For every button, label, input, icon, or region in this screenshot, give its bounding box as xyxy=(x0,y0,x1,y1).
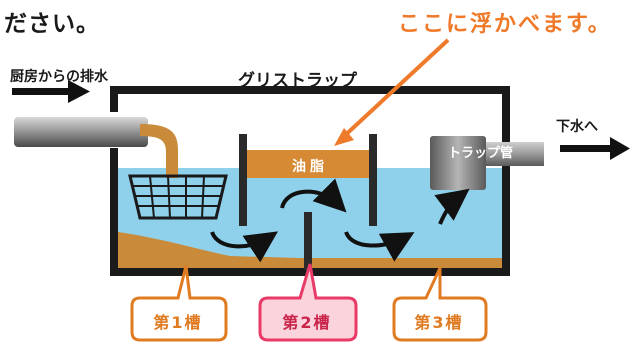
inflow-pipe xyxy=(14,117,148,147)
tank-outline xyxy=(110,86,510,276)
baffle-center xyxy=(304,212,312,270)
oil-label: 油脂 xyxy=(292,159,328,175)
flow-arrow-2 xyxy=(280,178,347,213)
tank-1-callout xyxy=(130,265,228,342)
flow-arrow-4 xyxy=(434,188,470,225)
tank-3-label: 第3槽 xyxy=(414,313,464,332)
strainer-basket xyxy=(128,174,228,220)
flow-arrow-1 xyxy=(210,231,278,263)
tank-2-label: 第2槽 xyxy=(282,313,332,332)
tank-3-callout xyxy=(392,267,488,342)
tank-1-label: 第1槽 xyxy=(153,313,203,332)
tank-2-callout xyxy=(258,263,358,342)
page-title-fragment: ださい。 xyxy=(4,11,100,37)
kitchen-drain-label: 厨房からの排水 xyxy=(10,69,108,85)
trap-pipe-label: トラップ管 xyxy=(448,146,514,161)
to-sewer-arrow xyxy=(560,137,630,160)
outflow-pipe xyxy=(486,142,544,166)
trap-pipe xyxy=(430,136,486,190)
sludge-floor xyxy=(300,258,504,268)
inflow-arrow xyxy=(12,80,90,103)
pointer-arrow xyxy=(334,38,450,146)
flow-arrow-3 xyxy=(344,231,415,262)
float-here-headline: ここに浮かべます。 xyxy=(398,12,612,37)
baffle-right xyxy=(369,134,377,226)
waste-flow xyxy=(140,124,178,178)
to-sewer-label: 下水へ xyxy=(556,119,598,135)
baffle-left xyxy=(239,134,247,226)
oil-layer xyxy=(246,150,374,178)
